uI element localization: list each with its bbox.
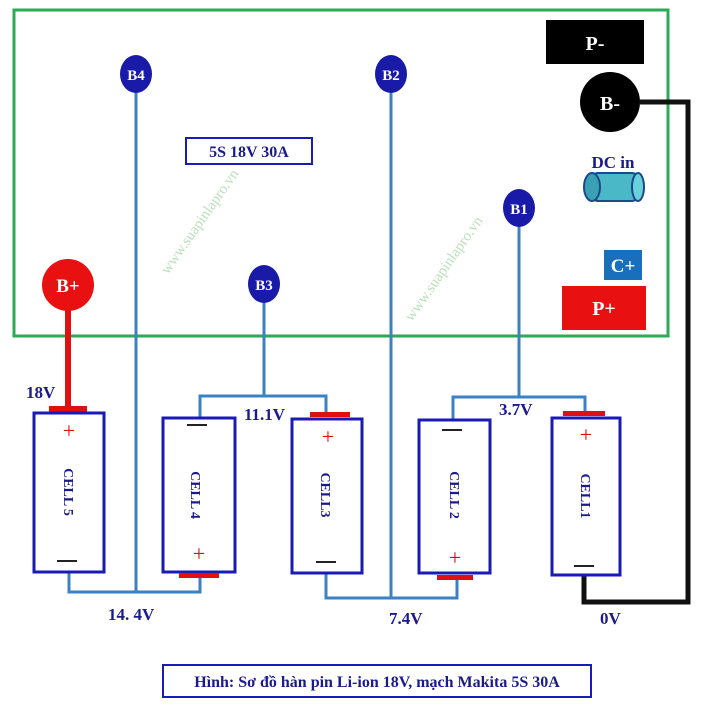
cell5-cell4-link <box>67 572 202 594</box>
positive-sign: + <box>580 422 592 447</box>
caption-box <box>162 664 592 698</box>
b-minus-wire <box>581 99 691 605</box>
b3-pad <box>248 265 280 303</box>
c-plus-pad <box>604 250 642 280</box>
cells-3-label-text: CELL 2 <box>446 471 461 519</box>
board-pads-p_plus-text: P+ <box>592 298 616 320</box>
cell-3: + CELL3 <box>290 412 364 575</box>
board-title-box <box>185 137 313 165</box>
cells-0-label-text: CELL 5 <box>60 468 75 516</box>
board-pads-b_minus-text: B- <box>600 93 620 115</box>
cells-1-label-text: CELL 4 <box>187 471 202 519</box>
b1-pad <box>503 189 535 227</box>
voltages-v18-text: 18V <box>26 383 56 402</box>
voltages-v7-text: 7.4V <box>389 609 423 628</box>
board-pads-dc_in-text: DC in <box>592 153 636 172</box>
cell-2: + CELL 2 <box>417 418 492 580</box>
positive-sign: + <box>193 541 205 566</box>
watermark: www.suapinlapro.vn www.suapinlapro.vn <box>158 166 487 324</box>
watermark-text-1: www.suapinlapro.vn <box>158 166 243 277</box>
voltages-v3-text: 3.7V <box>499 400 533 419</box>
cells-4-label-text: CELL1 <box>577 473 592 518</box>
positive-sign: + <box>322 424 334 449</box>
board-title: 5S 18V 30A <box>209 144 289 161</box>
positive-sign: + <box>63 418 75 443</box>
cell4-cell3-link <box>198 394 328 418</box>
board-pads-b_plus-text: B+ <box>56 276 80 297</box>
b2-pad <box>375 55 407 93</box>
board-pads-p_minus-text: P- <box>586 33 605 55</box>
cell-1: + CELL1 <box>550 411 622 577</box>
dc-in-connector-icon <box>583 172 645 202</box>
b-minus-pad <box>580 72 640 132</box>
b-plus-pad <box>42 259 94 311</box>
p-minus-pad <box>546 20 644 64</box>
board-balance-b1-text: B1 <box>510 202 528 218</box>
voltages-v0-text: 0V <box>600 609 622 628</box>
bms-board-outline <box>12 8 670 338</box>
voltages-v11-text: 11.1V <box>244 405 286 424</box>
cell-4: + CELL 4 <box>161 416 237 578</box>
board-balance-b2-text: B2 <box>382 68 400 84</box>
board-balance-b4-text: B4 <box>127 68 145 84</box>
p-plus-pad <box>562 286 646 330</box>
wires <box>65 80 691 605</box>
voltages-v14-text: 14. 4V <box>108 605 155 624</box>
watermark-text-2: www.suapinlapro.vn <box>402 213 487 324</box>
voltage-labels: 18V 14. 4V 11.1V 7.4V 3.7V 0V <box>26 383 622 628</box>
board-balance-b3-text: B3 <box>255 278 273 294</box>
balance-pads: B4 B2 B1 B3 <box>120 55 535 303</box>
cell2-cell1-link <box>451 395 587 420</box>
positive-sign: + <box>449 545 461 570</box>
cell-5: + CELL 5 <box>32 406 106 574</box>
caption: Hình: Sơ đồ hàn pin Li-ion 18V, mạch Mak… <box>194 674 560 691</box>
cell3-cell2-link <box>324 573 459 600</box>
b4-pad <box>120 55 152 93</box>
cells-2-label-text: CELL3 <box>317 472 332 517</box>
board-pads-c_plus-text: C+ <box>611 256 636 277</box>
